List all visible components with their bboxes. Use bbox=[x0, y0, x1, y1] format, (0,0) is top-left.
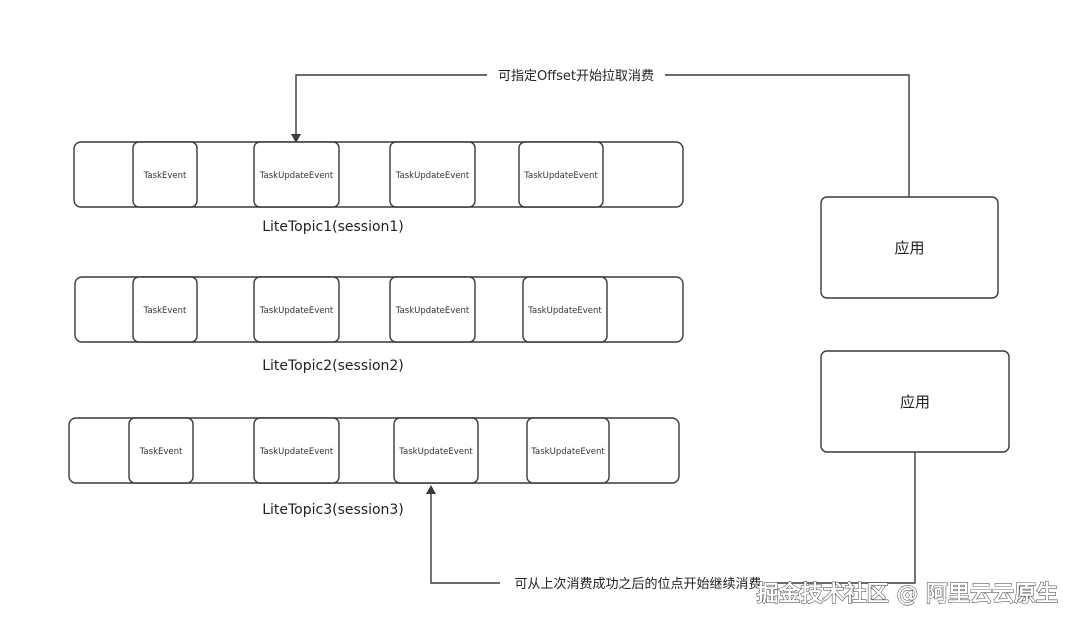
topic-3-event-1-box bbox=[128, 417, 194, 484]
app-1-box bbox=[820, 196, 999, 299]
bottom-note-background bbox=[500, 574, 776, 592]
topic-1-event-3: TaskUpdateEvent bbox=[389, 141, 476, 208]
topic-2-event-1-box bbox=[132, 276, 198, 343]
topic-2-event-4: TaskUpdateEvent bbox=[522, 276, 608, 343]
bottom-connector-arrowhead bbox=[426, 485, 436, 494]
topic-1-event-4-box bbox=[518, 141, 604, 208]
topic-3-event-4: TaskUpdateEvent bbox=[526, 417, 610, 484]
topic-2-label: LiteTopic2(session2) bbox=[262, 358, 404, 374]
top-note-text: 可指定Offset开始拉取消费 bbox=[498, 69, 654, 84]
topic-1-event-2-box bbox=[253, 141, 340, 208]
topic-1-event-4: TaskUpdateEvent bbox=[518, 141, 604, 208]
topic-2-event-3: TaskUpdateEvent bbox=[389, 276, 476, 343]
topic-1: TaskEvent TaskUpdateEvent TaskUpdateEven… bbox=[73, 141, 684, 235]
topic-3-event-4-label: TaskUpdateEvent bbox=[530, 447, 605, 457]
app-2: 应用 bbox=[820, 350, 1010, 453]
topic-3-event-2-label: TaskUpdateEvent bbox=[259, 447, 334, 457]
topic-3-label: LiteTopic3(session3) bbox=[262, 502, 404, 518]
top-connector-arrowhead bbox=[291, 134, 301, 143]
topic-3-event-1-label: TaskEvent bbox=[139, 447, 183, 457]
topic-2-event-4-box bbox=[522, 276, 608, 343]
topic-1-event-3-box bbox=[389, 141, 476, 208]
topic-2-event-3-box bbox=[389, 276, 476, 343]
topic-1-event-1-label: TaskEvent bbox=[143, 171, 187, 181]
topic-2-event-4-label: TaskUpdateEvent bbox=[527, 306, 602, 316]
topic-3-event-2-box bbox=[253, 417, 340, 484]
topic-1-event-1-box bbox=[132, 141, 198, 208]
topic-2-event-3-label: TaskUpdateEvent bbox=[395, 306, 470, 316]
app-2-label: 应用 bbox=[900, 393, 930, 411]
top-note-background bbox=[487, 66, 665, 84]
topic-2-event-2-label: TaskUpdateEvent bbox=[259, 306, 334, 316]
app-1-label: 应用 bbox=[894, 239, 924, 257]
topic-1-event-1: TaskEvent bbox=[132, 141, 198, 208]
topic-2: TaskEvent TaskUpdateEvent TaskUpdateEven… bbox=[74, 276, 684, 374]
topic-3-event-4-box bbox=[526, 417, 610, 484]
bottom-note-text: 可从上次消费成功之后的位点开始继续消费 bbox=[514, 576, 761, 592]
topic-2-event-2: TaskUpdateEvent bbox=[253, 276, 340, 343]
topic-3-event-3-box bbox=[393, 417, 479, 484]
watermark-text: 掘金技术社区 @ 阿里云云原生 bbox=[757, 581, 1058, 607]
topic-1-event-3-label: TaskUpdateEvent bbox=[395, 171, 470, 181]
topic-3-event-2: TaskUpdateEvent bbox=[253, 417, 340, 484]
topic-3-event-1: TaskEvent bbox=[128, 417, 194, 484]
app-2-box bbox=[820, 350, 1010, 453]
app-1: 应用 bbox=[820, 196, 999, 299]
topic-1-label: LiteTopic1(session1) bbox=[262, 219, 404, 235]
topic-2-event-1: TaskEvent bbox=[132, 276, 198, 343]
topic-1-event-4-label: TaskUpdateEvent bbox=[523, 171, 598, 181]
topic-3-event-3-label: TaskUpdateEvent bbox=[398, 447, 473, 457]
topic-3: TaskEvent TaskUpdateEvent TaskUpdateEven… bbox=[68, 417, 680, 518]
topic-1-event-2-label: TaskUpdateEvent bbox=[259, 171, 334, 181]
topic-2-event-2-box bbox=[253, 276, 340, 343]
topic-3-event-3: TaskUpdateEvent bbox=[393, 417, 479, 484]
topic-2-event-1-label: TaskEvent bbox=[143, 306, 187, 316]
topic-1-event-2: TaskUpdateEvent bbox=[253, 141, 340, 208]
